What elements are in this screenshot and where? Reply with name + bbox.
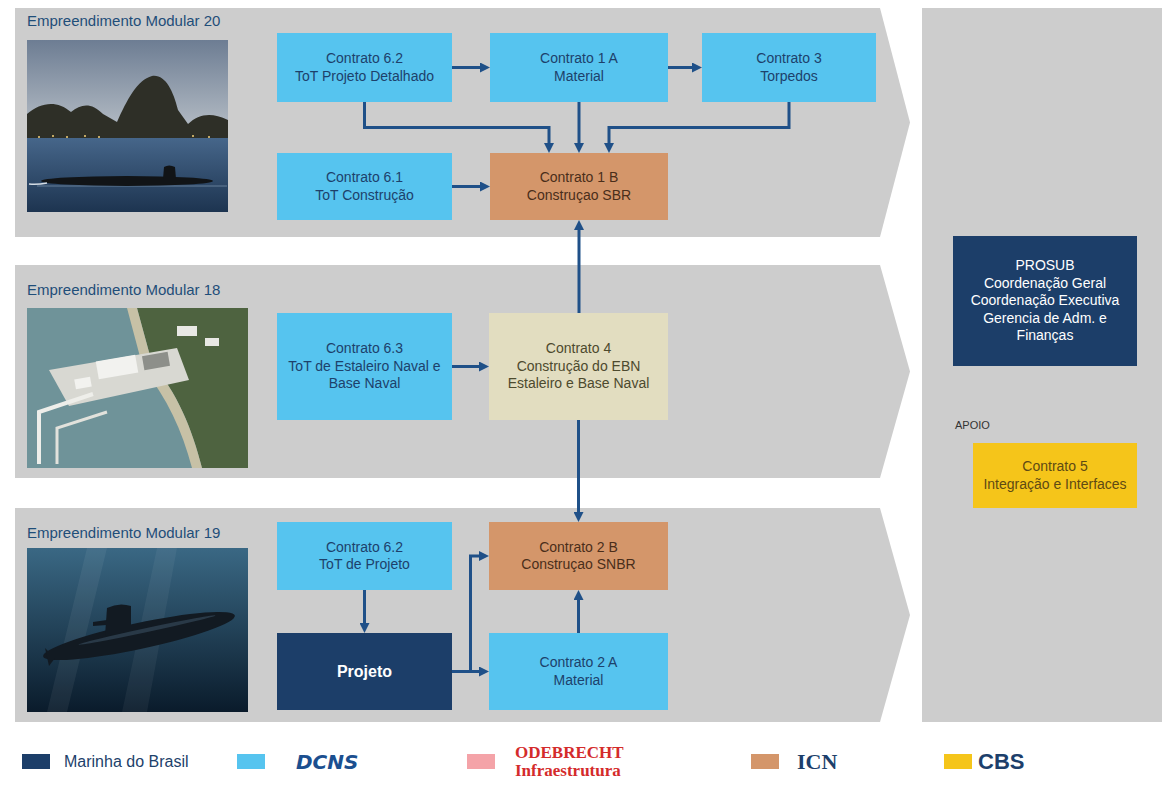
shipyard-photo <box>27 308 248 468</box>
box-text: Projeto <box>337 662 392 682</box>
flow-arrow <box>363 590 366 626</box>
box-text: Torpedos <box>760 68 818 86</box>
contract-box: Contrato 2 AMaterial <box>489 633 668 710</box>
legend-text: ICN <box>797 750 837 773</box>
box-text: ToT de Estaleiro Naval e Base Naval <box>285 358 444 393</box>
box-text: Material <box>554 68 604 86</box>
box-text: ToT Construção <box>315 187 414 205</box>
box-text: Contrato 6.3 <box>326 340 403 358</box>
band-chevron-shape <box>15 508 910 722</box>
flow-arrow <box>452 66 483 69</box>
flow-arrow <box>578 227 581 313</box>
contract-box: Contrato 6.2ToT de Projeto <box>277 522 452 590</box>
contract-box: Contrato 1 AMaterial <box>490 33 668 102</box>
contract-box: Contrato 4Construção do EBN Estaleiro e … <box>489 313 668 420</box>
legend-swatch <box>944 754 972 769</box>
project-band: Empreendimento Modular 19 Contrato 6.2ToT… <box>15 508 910 722</box>
contract-box: Contrato 2 BConstruçao SNBR <box>489 522 668 590</box>
contract-box: Contrato 3Torpedos <box>702 33 876 102</box>
legend-text: ODEBRECHT Infraestrutura <box>515 744 647 780</box>
harbour-photo <box>27 40 228 212</box>
legend-swatch <box>22 754 50 769</box>
box-text: PROSUB <box>1015 257 1074 275</box>
box-text: Contrato 2 B <box>539 539 618 557</box>
band-heading: Empreendimento Modular 18 <box>27 281 220 298</box>
box-text: Construção do EBN Estaleiro e Base Naval <box>497 358 660 393</box>
coordination-box: PROSUBCoordenação GeralCoordenação Execu… <box>953 236 1137 366</box>
box-text: Integração e Interfaces <box>983 476 1126 494</box>
box-text: Contrato 1 B <box>540 169 619 187</box>
flow-arrow <box>452 185 483 188</box>
box-text: Construçao SNBR <box>521 556 635 574</box>
legend-text: CBS <box>978 750 1024 773</box>
contract-box: Contrato 1 BConstruçao SBR <box>490 153 668 220</box>
box-text: Contrato 2 A <box>540 654 618 672</box>
contract-box: Contrato 6.1ToT Construção <box>277 153 452 220</box>
box-text: Contrato 6.2 <box>326 50 403 68</box>
legend-swatch <box>751 754 779 769</box>
box-text: Contrato 6.2 <box>326 539 403 557</box>
box-text: Contrato 6.1 <box>326 169 403 187</box>
flow-arrow <box>577 597 580 633</box>
band-heading: Empreendimento Modular 19 <box>27 524 220 541</box>
band-heading: Empreendimento Modular 20 <box>27 12 220 29</box>
box-text: ToT de Projeto <box>319 556 410 574</box>
legend-swatch <box>237 754 265 769</box>
box-text: Coordenação Executiva <box>971 292 1120 310</box>
contract-box: Contrato 6.3ToT de Estaleiro Naval e Bas… <box>277 313 452 420</box>
legend-text: Marinha do Brasil <box>64 754 189 771</box>
design-box: Projeto <box>277 633 452 710</box>
flow-arrow <box>668 66 695 69</box>
box-text: Contrato 4 <box>546 340 611 358</box>
band-chevron-shape <box>15 8 910 237</box>
box-text: ToT Projeto Detalhado <box>295 68 434 86</box>
group-label: APOIO <box>955 419 990 431</box>
box-text: Construçao SBR <box>527 187 631 205</box>
box-text: Contrato 5 <box>1022 458 1087 476</box>
submarine-photo <box>27 548 248 712</box>
legend-swatch <box>467 754 495 769</box>
flow-arrow <box>452 365 482 368</box>
box-text: Contrato 3 <box>756 50 821 68</box>
box-text: Gerencia de Adm. e Finanças <box>961 310 1129 345</box>
box-text: Coordenação Geral <box>984 275 1106 293</box>
flow-arrow <box>452 670 482 673</box>
flow-arrow <box>578 102 581 146</box>
box-text: Material <box>554 672 604 690</box>
contract-box: Contrato 5Integração e Interfaces <box>973 443 1137 508</box>
flow-arrow <box>577 420 580 515</box>
project-band: Empreendimento Modular 18 Contrato 6.3ToT… <box>15 265 910 478</box>
contract-box: Contrato 6.2ToT Projeto Detalhado <box>277 33 452 102</box>
project-band: Empreendimento Modular 20Contrato 6.2ToT… <box>15 8 910 237</box>
band-chevron-shape <box>15 265 910 478</box>
legend-text: DCNS <box>296 752 358 773</box>
box-text: Contrato 1 A <box>540 50 618 68</box>
